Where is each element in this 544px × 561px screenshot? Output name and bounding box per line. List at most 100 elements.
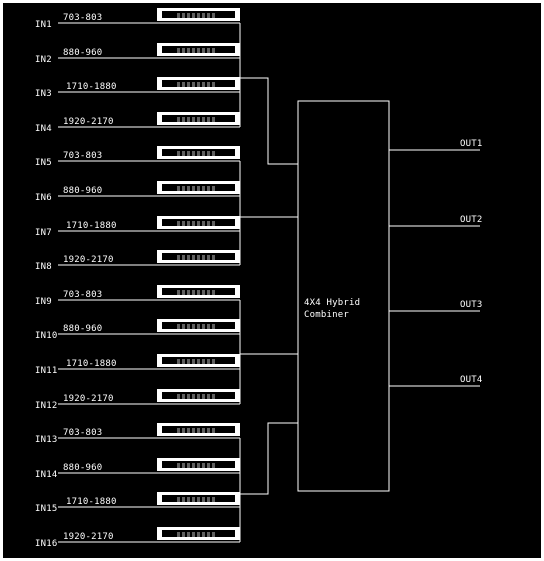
output-port-label: OUT3 bbox=[460, 300, 482, 310]
filter-window bbox=[162, 357, 235, 364]
band-label: 703-803 bbox=[63, 13, 102, 23]
output-port-label: OUT2 bbox=[460, 215, 482, 225]
filter-block bbox=[157, 354, 240, 367]
filter-window bbox=[162, 184, 235, 191]
filter-glyph bbox=[177, 13, 217, 19]
band-label: 703-803 bbox=[63, 290, 102, 300]
filter-window bbox=[162, 46, 235, 53]
input-port-label: IN14 bbox=[35, 470, 57, 480]
filter-glyph bbox=[177, 221, 217, 227]
filter-glyph bbox=[177, 324, 217, 330]
filter-glyph bbox=[177, 255, 217, 261]
filter-glyph bbox=[177, 151, 217, 157]
input-port-label: IN9 bbox=[35, 297, 52, 307]
filter-window bbox=[162, 149, 235, 156]
filter-glyph bbox=[177, 82, 217, 88]
filter-block bbox=[157, 112, 240, 125]
band-label: 880-960 bbox=[63, 463, 102, 473]
band-label: 1920-2170 bbox=[63, 255, 114, 265]
input-port-label: IN16 bbox=[35, 539, 57, 549]
band-label: 880-960 bbox=[63, 324, 102, 334]
filter-window bbox=[162, 11, 235, 18]
hybrid-combiner-box bbox=[297, 100, 390, 492]
filter-window bbox=[162, 115, 235, 122]
filter-glyph bbox=[177, 497, 217, 503]
diagram-background bbox=[3, 3, 541, 558]
filter-glyph bbox=[177, 394, 217, 400]
filter-block bbox=[157, 492, 240, 505]
combiner-feed-line bbox=[240, 77, 298, 165]
input-port-label: IN12 bbox=[35, 401, 57, 411]
input-port-label: IN10 bbox=[35, 331, 57, 341]
band-label: 1710-1880 bbox=[66, 359, 117, 369]
filter-block bbox=[157, 8, 240, 21]
filter-block bbox=[157, 423, 240, 436]
band-label: 703-803 bbox=[63, 151, 102, 161]
filter-glyph bbox=[177, 186, 217, 192]
inputs-group: 703-803IN1880-960IN21710-1880IN31920-217… bbox=[35, 8, 240, 549]
band-label: 1710-1880 bbox=[66, 221, 117, 231]
filter-block bbox=[157, 527, 240, 540]
band-label: 1920-2170 bbox=[63, 532, 114, 542]
filter-window bbox=[162, 392, 235, 399]
input-port-label: IN15 bbox=[35, 504, 57, 514]
filter-window bbox=[162, 426, 235, 433]
filter-window bbox=[162, 322, 235, 329]
wiring-group bbox=[239, 23, 298, 542]
filter-window bbox=[162, 495, 235, 502]
combiner-feed-line bbox=[240, 422, 298, 495]
input-port-label: IN1 bbox=[35, 20, 52, 30]
filter-window bbox=[162, 80, 235, 87]
output-port-label: OUT1 bbox=[460, 139, 482, 149]
combiner-label-line2: Combiner bbox=[304, 310, 349, 320]
input-port-label: IN11 bbox=[35, 366, 57, 376]
filter-block bbox=[157, 458, 240, 471]
filter-block bbox=[157, 146, 240, 159]
band-label: 703-803 bbox=[63, 428, 102, 438]
filter-glyph bbox=[177, 117, 217, 123]
input-port-label: IN13 bbox=[35, 435, 57, 445]
input-port-label: IN4 bbox=[35, 124, 52, 134]
band-label: 1710-1880 bbox=[66, 82, 117, 92]
filter-glyph bbox=[177, 359, 217, 365]
filter-window bbox=[162, 253, 235, 260]
band-label: 1710-1880 bbox=[66, 497, 117, 507]
band-label: 880-960 bbox=[63, 186, 102, 196]
filter-block bbox=[157, 389, 240, 402]
band-label: 1920-2170 bbox=[63, 394, 114, 404]
filter-block bbox=[157, 319, 240, 332]
filter-window bbox=[162, 219, 235, 226]
filter-glyph bbox=[177, 463, 217, 469]
input-port-label: IN8 bbox=[35, 262, 52, 272]
combiner-label-line1: 4X4 Hybrid bbox=[304, 298, 360, 308]
filter-block bbox=[157, 250, 240, 263]
filter-glyph bbox=[177, 290, 217, 296]
filter-window bbox=[162, 288, 235, 295]
input-port-label: IN3 bbox=[35, 89, 52, 99]
output-port-label: OUT4 bbox=[460, 375, 482, 385]
filter-block bbox=[157, 181, 240, 194]
input-port-label: IN7 bbox=[35, 228, 52, 238]
input-port-label: IN5 bbox=[35, 158, 52, 168]
filter-glyph bbox=[177, 428, 217, 434]
filter-block bbox=[157, 43, 240, 56]
filter-block bbox=[157, 77, 240, 90]
